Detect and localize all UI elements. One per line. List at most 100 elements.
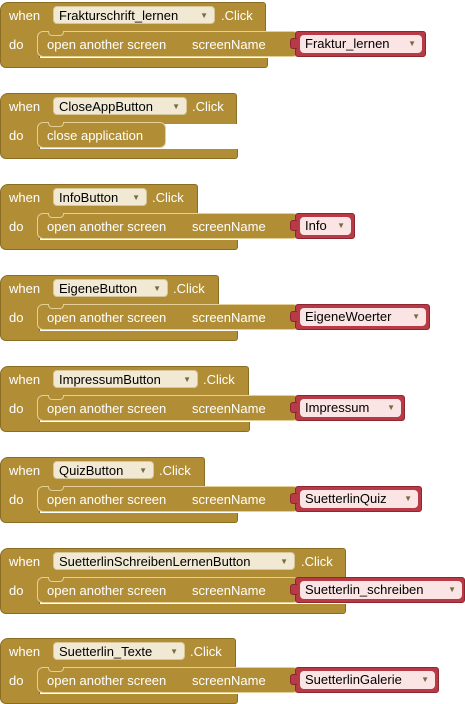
component-dropdown[interactable]: SuetterlinSchreibenLernenButton ▼ xyxy=(53,552,295,570)
chevron-down-icon: ▼ xyxy=(183,375,191,384)
when-label: when xyxy=(9,99,41,114)
block-plug xyxy=(290,38,297,49)
when-label: when xyxy=(9,554,41,569)
close-application-label: close application xyxy=(47,128,144,143)
component-dropdown[interactable]: QuizButton ▼ xyxy=(53,461,154,479)
component-name: EigeneButton xyxy=(59,281,138,296)
component-dropdown[interactable]: CloseAppButton ▼ xyxy=(53,97,187,115)
screen-value: Info xyxy=(305,218,327,233)
open-another-screen-block[interactable]: open another screen screenName xyxy=(37,577,299,603)
chevron-down-icon: ▼ xyxy=(153,284,161,293)
open-screen-label: open another screen xyxy=(47,583,167,598)
when-label: when xyxy=(9,190,41,205)
screen-dropdown[interactable]: Info ▼ xyxy=(300,217,351,235)
component-dropdown[interactable]: Frakturschrift_lernen ▼ xyxy=(53,6,215,24)
screen-name-text-block[interactable]: EigeneWoerter ▼ xyxy=(290,304,430,330)
open-another-screen-block[interactable]: open another screen screenName xyxy=(37,486,299,512)
screen-name-text-block[interactable]: Impressum ▼ xyxy=(290,395,405,421)
block-plug xyxy=(290,674,297,685)
chevron-down-icon: ▼ xyxy=(412,312,420,321)
open-another-screen-block[interactable]: open another screen screenName xyxy=(37,304,299,330)
block-plug xyxy=(290,402,297,413)
component-dropdown[interactable]: InfoButton ▼ xyxy=(53,188,147,206)
chevron-down-icon: ▼ xyxy=(337,221,345,230)
screen-name-text-block[interactable]: SuetterlinQuiz ▼ xyxy=(290,486,422,512)
screen-name-label: screenName xyxy=(192,37,266,52)
screen-dropdown[interactable]: EigeneWoerter ▼ xyxy=(300,308,426,326)
when-label: when xyxy=(9,8,41,23)
screen-name-label: screenName xyxy=(192,492,266,507)
block-plug xyxy=(290,584,297,595)
screen-name-label: screenName xyxy=(192,401,266,416)
block-notch xyxy=(48,122,64,127)
screen-value: Fraktur_lernen xyxy=(305,36,390,51)
screen-name-label: screenName xyxy=(192,310,266,325)
open-another-screen-block[interactable]: open another screen screenName xyxy=(37,31,299,57)
block-notch xyxy=(48,304,64,309)
chevron-down-icon: ▼ xyxy=(170,647,178,656)
open-screen-label: open another screen xyxy=(47,37,167,52)
component-name: SuetterlinSchreibenLernenButton xyxy=(59,554,251,569)
open-screen-label: open another screen xyxy=(47,310,167,325)
screen-name-text-block[interactable]: SuetterlinGalerie ▼ xyxy=(290,667,439,693)
when-label: when xyxy=(9,281,41,296)
chevron-down-icon: ▼ xyxy=(404,494,412,503)
open-another-screen-block[interactable]: open another screen screenName xyxy=(37,667,299,693)
event-name: .Click xyxy=(152,190,184,205)
chevron-down-icon: ▼ xyxy=(280,557,288,566)
when-label: when xyxy=(9,463,41,478)
do-label: do xyxy=(9,219,24,234)
screen-dropdown[interactable]: Fraktur_lernen ▼ xyxy=(300,35,422,53)
block-notch xyxy=(48,395,64,400)
event-name: .Click xyxy=(301,554,333,569)
component-dropdown[interactable]: ImpressumButton ▼ xyxy=(53,370,198,388)
screen-value: Impressum xyxy=(305,400,370,415)
event-name: .Click xyxy=(190,644,222,659)
chevron-down-icon: ▼ xyxy=(172,102,180,111)
component-name: CloseAppButton xyxy=(59,99,153,114)
block-plug xyxy=(290,220,297,231)
screen-value: EigeneWoerter xyxy=(305,309,392,324)
screen-dropdown[interactable]: Suetterlin_schreiben ▼ xyxy=(300,581,462,599)
screen-name-text-block[interactable]: Fraktur_lernen ▼ xyxy=(290,31,426,57)
screen-dropdown[interactable]: Impressum ▼ xyxy=(300,399,401,417)
component-name: ImpressumButton xyxy=(59,372,161,387)
open-screen-label: open another screen xyxy=(47,401,167,416)
screen-dropdown[interactable]: SuetterlinGalerie ▼ xyxy=(300,671,435,689)
chevron-down-icon: ▼ xyxy=(448,585,456,594)
screen-value: SuetterlinQuiz xyxy=(305,491,387,506)
screen-name-text-block[interactable]: Suetterlin_schreiben ▼ xyxy=(290,577,465,603)
event-name: .Click xyxy=(192,99,224,114)
open-another-screen-block[interactable]: open another screen screenName xyxy=(37,395,299,421)
event-name: .Click xyxy=(203,372,235,387)
block-plug xyxy=(290,493,297,504)
block-notch xyxy=(48,486,64,491)
chevron-down-icon: ▼ xyxy=(139,466,147,475)
block-notch xyxy=(48,667,64,672)
screen-dropdown[interactable]: SuetterlinQuiz ▼ xyxy=(300,490,418,508)
do-label: do xyxy=(9,673,24,688)
screen-name-label: screenName xyxy=(192,219,266,234)
block-notch xyxy=(48,577,64,582)
block-notch xyxy=(48,31,64,36)
component-dropdown[interactable]: EigeneButton ▼ xyxy=(53,279,168,297)
close-application-block[interactable]: close application xyxy=(37,122,166,148)
open-screen-label: open another screen xyxy=(47,673,167,688)
chevron-down-icon: ▼ xyxy=(421,675,429,684)
do-label: do xyxy=(9,128,24,143)
do-label: do xyxy=(9,310,24,325)
component-dropdown[interactable]: Suetterlin_Texte ▼ xyxy=(53,642,185,660)
chevron-down-icon: ▼ xyxy=(132,193,140,202)
event-name: .Click xyxy=(173,281,205,296)
block-plug xyxy=(290,311,297,322)
screen-name-text-block[interactable]: Info ▼ xyxy=(290,213,355,239)
component-name: Frakturschrift_lernen xyxy=(59,8,179,23)
open-screen-label: open another screen xyxy=(47,219,167,234)
do-label: do xyxy=(9,401,24,416)
screen-name-label: screenName xyxy=(192,673,266,688)
screen-name-label: screenName xyxy=(192,583,266,598)
component-name: Suetterlin_Texte xyxy=(59,644,153,659)
do-label: do xyxy=(9,583,24,598)
open-another-screen-block[interactable]: open another screen screenName xyxy=(37,213,299,239)
block-notch xyxy=(48,213,64,218)
